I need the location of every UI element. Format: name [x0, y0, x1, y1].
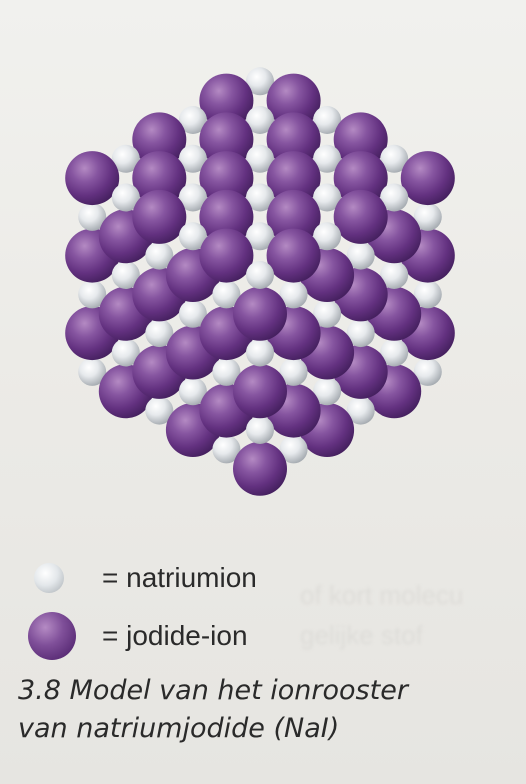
iodide-ion: [333, 189, 388, 244]
sodium-ion: [380, 144, 409, 173]
iodide-ion: [65, 151, 120, 206]
sodium-ion: [212, 280, 241, 309]
iodide-ion: [132, 189, 187, 244]
show-through-text: of kort molecu gelijke stof: [300, 580, 464, 650]
sodium-ion: [313, 106, 342, 134]
sodium-ion: [313, 183, 342, 212]
ion-lattice-model: [65, 67, 455, 496]
sodium-ion: [246, 67, 274, 96]
sodium-ion: [178, 106, 207, 134]
caption-line-2: van natriumjodide (NaI): [18, 713, 340, 744]
sodium-ion: [313, 222, 342, 251]
sodium-ion: [380, 261, 409, 289]
sodium-ion: [178, 144, 207, 173]
sodium-ion: [246, 222, 274, 251]
sodium-ion: [246, 106, 274, 134]
iodide-ion: [199, 228, 254, 283]
iodide-ion: [199, 151, 254, 206]
iodide-ion: [333, 112, 388, 167]
sodium-ion-swatch: [34, 563, 64, 593]
sodium-ion: [145, 319, 174, 348]
sodium-ion: [246, 416, 274, 444]
iodide-ion-swatch: [28, 612, 76, 660]
sodium-ion: [313, 144, 342, 173]
sodium-ion: [380, 183, 409, 212]
iodide-ion: [333, 151, 388, 206]
sodium-ion: [178, 299, 207, 328]
sodium-ion: [178, 183, 207, 212]
sodium-ion: [78, 280, 107, 309]
sodium-ion: [246, 261, 274, 289]
sodium-ion: [380, 338, 409, 367]
legend-iodide-label: = jodide-ion: [102, 620, 248, 651]
sodium-ion: [111, 183, 140, 212]
sodium-ion: [212, 357, 241, 386]
caption-line-1: 3.8 Model van het ionrooster: [18, 675, 408, 706]
sodium-ion: [246, 144, 274, 173]
iodide-ion: [266, 228, 321, 283]
sodium-ion: [111, 144, 140, 173]
figure-caption: 3.8 Model van het ionrooster van natrium…: [18, 672, 518, 748]
legend-iodide: = jodide-ion: [28, 612, 248, 660]
sodium-ion: [78, 202, 107, 231]
sodium-ion: [313, 299, 342, 328]
iodide-ion: [132, 112, 187, 167]
legend-sodium: = natriumion: [28, 562, 257, 594]
sodium-ion: [413, 357, 442, 386]
iodide-ion: [233, 286, 287, 341]
sodium-ion: [346, 319, 375, 348]
sodium-ion: [346, 241, 375, 270]
sodium-ion: [346, 396, 375, 425]
sodium-ion: [413, 280, 442, 309]
sodium-ion: [178, 222, 207, 251]
sodium-ion: [111, 338, 140, 367]
iodide-ion: [233, 441, 287, 496]
iodide-ion: [199, 189, 254, 244]
sodium-ion: [313, 377, 342, 406]
legend-sodium-label: = natriumion: [102, 562, 257, 593]
iodide-ion: [266, 112, 321, 167]
iodide-ion: [199, 112, 254, 167]
sodium-ion: [279, 435, 308, 464]
sodium-ion: [279, 357, 308, 386]
iodide-ion: [132, 151, 187, 206]
sodium-ion: [279, 280, 308, 309]
sodium-ion: [212, 435, 241, 464]
sodium-ion: [246, 183, 274, 212]
sodium-ion: [145, 241, 174, 270]
iodide-ion: [400, 151, 455, 206]
sodium-ion: [145, 396, 174, 425]
sodium-ion: [178, 377, 207, 406]
iodide-ion: [199, 73, 254, 128]
iodide-ion: [266, 73, 321, 128]
iodide-ion: [266, 189, 321, 244]
sodium-ion: [413, 202, 442, 231]
iodide-ion: [233, 364, 287, 419]
sodium-ion: [78, 357, 107, 386]
sodium-ion: [246, 338, 274, 367]
iodide-ion: [266, 151, 321, 206]
sodium-ion: [111, 261, 140, 289]
